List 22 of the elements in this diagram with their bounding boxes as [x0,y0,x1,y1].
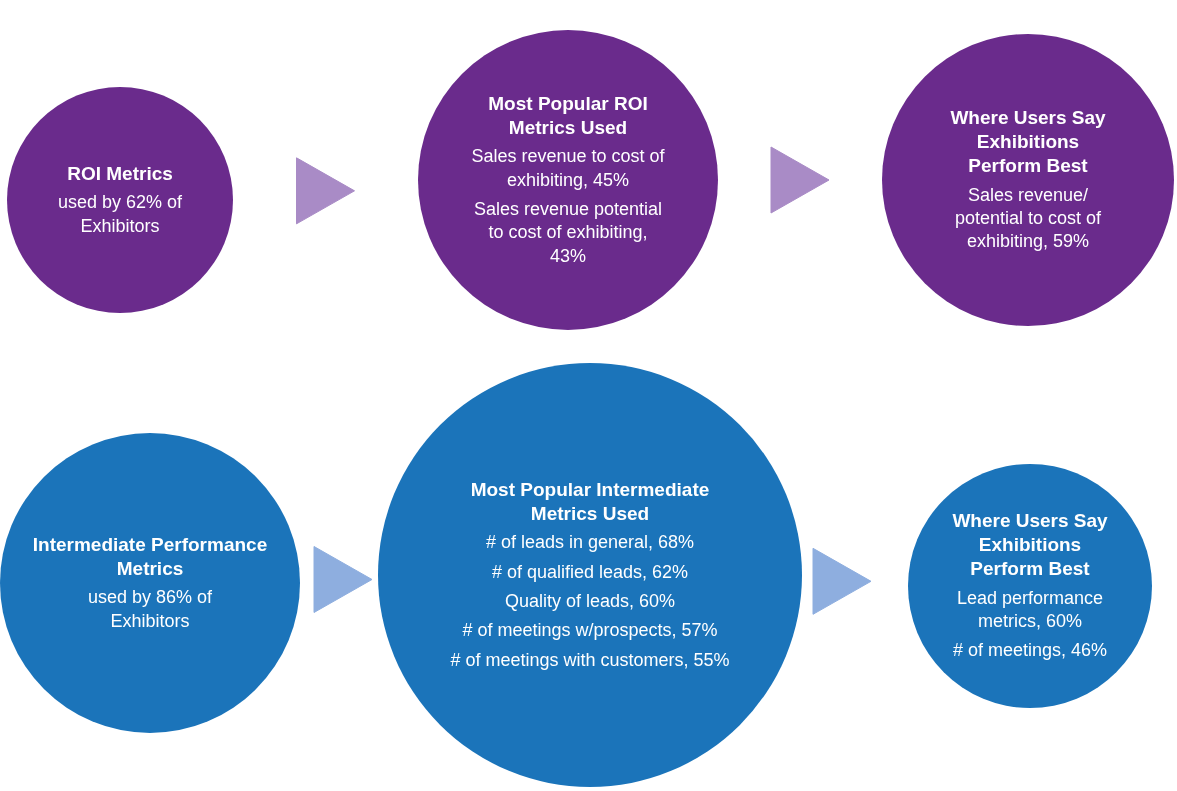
arrow [812,547,872,615]
node-text: used by 86% of Exhibitors [86,586,214,633]
node-heading: Where Users Say Exhibitions Perform Best [949,106,1107,178]
node-text: Lead performance metrics, 60% [955,586,1105,633]
node-text: # of meetings w/prospects, 57% [461,619,719,643]
node-text: # of meetings, 46% [951,639,1109,663]
arrow [770,146,830,214]
node-text: # of leads in general, 68% [484,531,696,555]
node-text: Sales revenue/ potential to cost of exhibiting, 59% [953,183,1103,254]
node-text: used by 62% of Exhibitors [56,191,184,238]
node-text: Quality of leads, 60% [503,590,677,614]
node-heading: Most Popular ROI Metrics Used [487,91,649,140]
arrow [296,157,355,225]
node-text: Sales revenue potential to cost of exhibiting, 43% [473,198,663,268]
node-text: Sales revenue to cost of exhibiting, 45% [470,145,666,192]
node-heading: Most Popular Intermediate Metrics Used [469,477,711,526]
node-heading: Intermediate Performance Metrics [31,532,269,581]
node-heading: ROI Metrics [66,161,174,186]
node-text: # of qualified leads, 62% [490,560,690,584]
node-text: # of meetings with customers, 55% [449,648,731,672]
arrow [313,546,373,613]
node-heading: Where Users Say Exhibitions Perform Best [951,509,1109,581]
